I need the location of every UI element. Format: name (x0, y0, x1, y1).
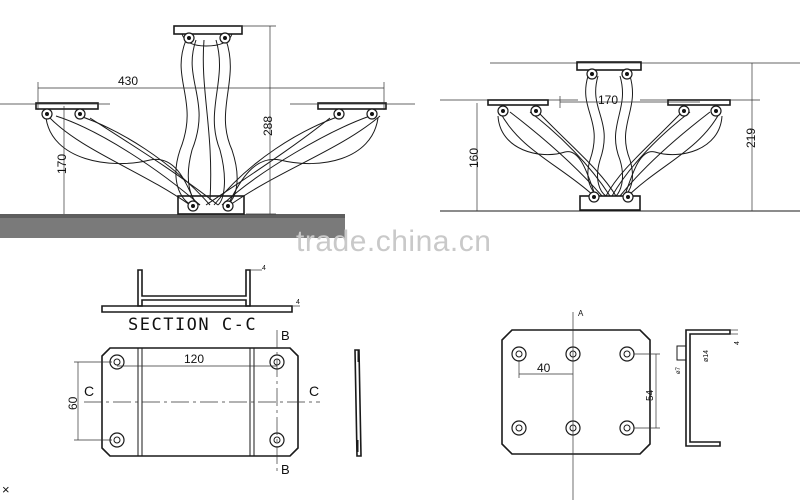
dim-hole-14: ø14 (703, 350, 710, 362)
dim-120: 120 (184, 352, 204, 366)
base-plate (177, 195, 245, 215)
dim-219: 219 (744, 128, 758, 148)
top-right-view: 170 160 219 (440, 61, 800, 212)
dim-170-right: 170 (598, 93, 618, 107)
cut-marker-bottom: B (281, 462, 290, 477)
dim-54: 54 (645, 389, 656, 401)
dim-60: 60 (66, 396, 80, 410)
dim-430: 430 (118, 74, 138, 88)
dim-170-left: 170 (55, 154, 69, 174)
dim-160: 160 (467, 148, 481, 168)
section-label: SECTION C-C (128, 315, 257, 335)
top-left-view: 430 288 170 (0, 25, 415, 238)
watermark: trade.china.cn (296, 225, 491, 258)
top-plate (173, 25, 243, 35)
cut-marker-top: B (281, 328, 290, 343)
plate-view: 120 60 C C B B (66, 328, 362, 477)
dim-288: 288 (261, 116, 275, 136)
dim-section-4-side: 4 (296, 299, 300, 306)
section-c-c-view: 4 4 SECTION C-C (101, 265, 300, 335)
section-marker-left: C (84, 383, 94, 399)
dim-bolt-7: ø7 (676, 366, 682, 374)
dim-thickness: 4 (734, 341, 741, 345)
corner-mark: × (2, 482, 10, 497)
dim-section-4-top: 4 (262, 265, 266, 272)
dim-40: 40 (537, 361, 551, 375)
bracket-view: A 40 54 4 ø14 ø7 (501, 309, 741, 500)
axis-marker: A (578, 309, 584, 318)
section-marker-right: C (309, 383, 319, 399)
top-plate-right (576, 61, 642, 71)
